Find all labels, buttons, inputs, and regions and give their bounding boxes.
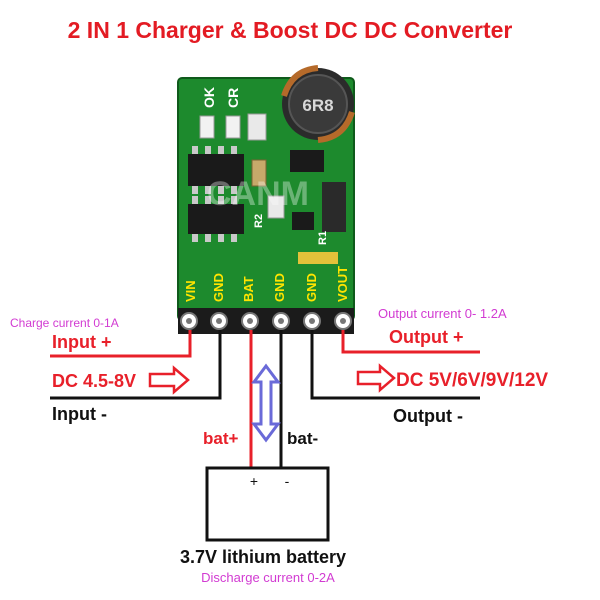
board-watermark: CANM (207, 175, 309, 213)
input-arrow-icon (148, 365, 190, 395)
wire-input-plus (50, 330, 192, 358)
battery-terminal-minus: - (285, 473, 290, 489)
output-current-label: Output current 0- 1.2A (378, 306, 507, 321)
resistor-r2-body (267, 195, 285, 219)
battery-terminal-plus: + (250, 473, 258, 489)
led-ok (199, 115, 215, 139)
silkscreen-cr: CR (225, 88, 241, 108)
wires (50, 330, 480, 470)
pin-label-vout: VOUT (335, 266, 350, 302)
charge-current-label: Charge current 0-1A (10, 316, 119, 330)
resistor-smd-top (247, 113, 267, 141)
pin-label-gnd-1: GND (211, 273, 226, 302)
battery-label: 3.7V lithium battery (180, 547, 346, 567)
wire-input-minus (50, 330, 222, 400)
silkscreen-r1: R1 (317, 231, 329, 245)
bat-plus-label: bat+ (203, 429, 239, 448)
bat-minus-label: bat- (287, 429, 318, 448)
output-plus-label: Output + (389, 327, 464, 347)
wire-output-minus (310, 330, 480, 400)
pad-strip (298, 252, 338, 264)
pcb-board: OK CR 6R8 (177, 65, 355, 321)
silkscreen-ok: OK (201, 87, 217, 108)
header-pins (178, 308, 354, 334)
pin-label-vin: VIN (183, 280, 198, 302)
output-minus-label: Output - (393, 406, 463, 426)
battery: + - (205, 466, 330, 542)
charger-ic (188, 146, 244, 194)
diode-d1 (322, 182, 346, 232)
input-minus-label: Input - (52, 404, 107, 424)
boost-ic (188, 196, 244, 242)
capacitor-c1 (251, 159, 267, 187)
header-housing (178, 308, 354, 334)
battery-body (205, 466, 330, 542)
discharge-current-label: Discharge current 0-2A (201, 570, 335, 585)
input-plus-label: Input + (52, 332, 112, 352)
silkscreen-r2: R2 (253, 214, 265, 228)
output-arrow-icon (356, 363, 396, 393)
wire-output-plus (341, 330, 480, 354)
resistor-r1-body (292, 212, 314, 230)
inductor: 6R8 (281, 65, 355, 143)
bidirectional-arrow-icon (251, 363, 281, 443)
pin-label-gnd-2: GND (272, 273, 287, 302)
diagram-title: 2 IN 1 Charger & Boost DC DC Converter (68, 17, 513, 43)
capacitor-c2 (290, 150, 324, 172)
led-cr (225, 115, 241, 139)
pin-label-bat: BAT (241, 276, 256, 302)
input-voltage-label: DC 4.5-8V (52, 371, 136, 391)
pin-label-gnd-3: GND (304, 273, 319, 302)
inductor-label: 6R8 (302, 96, 333, 115)
output-voltage-label: DC 5V/6V/9V/12V (396, 370, 548, 391)
